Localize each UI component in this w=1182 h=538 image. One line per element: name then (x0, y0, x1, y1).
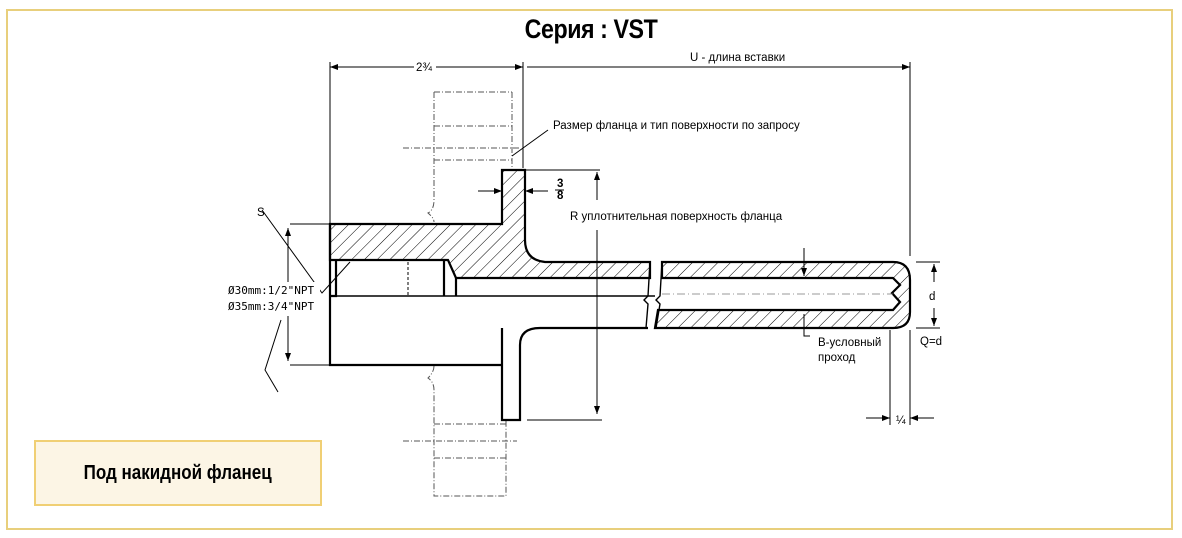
dimension-lines (261, 62, 940, 425)
flange-type-label: Под накидной фланец (83, 461, 273, 484)
head-length-label: 2¾ (416, 62, 432, 74)
flange-thickness-numerator: 3 (557, 178, 563, 190)
flange-note-label: Размер фланца и тип поверхности по запро… (553, 120, 800, 132)
thread-size-1: Ø30mm:1/2"NPT (228, 284, 314, 297)
flange-thickness-denominator: 8 (557, 190, 564, 202)
sealing-surface-label: R уплотнительная поверхность фланца (570, 211, 783, 223)
bore-label-line1: B-условный (818, 337, 881, 349)
flange-type-badge: Под накидной фланец (34, 440, 322, 506)
tip-relation-label: Q=d (920, 336, 942, 348)
thermowell-body (328, 168, 912, 422)
insertion-length-label: U - длина вставки (690, 52, 785, 64)
page-title: Серия : VST (524, 14, 658, 44)
socket-label: S (257, 207, 265, 219)
flange-phantom-outline (403, 91, 520, 497)
tip-offset-label: ¼ (896, 415, 906, 427)
tip-diameter-label: d (929, 291, 935, 303)
bore-label-line2: проход (818, 352, 856, 364)
thread-size-2: Ø35mm:3/4"NPT (228, 300, 314, 313)
diagram-frame (6, 9, 1173, 530)
